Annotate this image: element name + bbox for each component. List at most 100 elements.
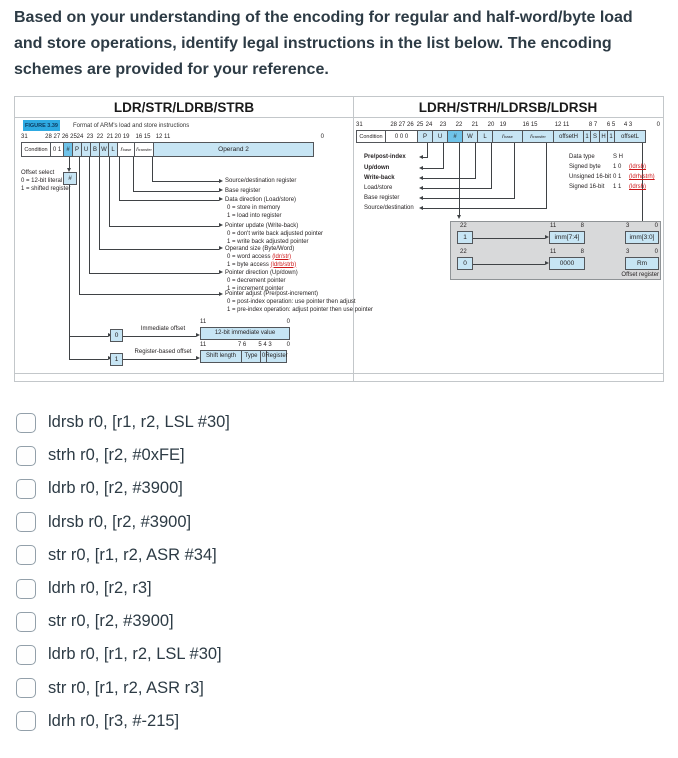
option-label[interactable]: str r0, [r1, r2, ASR #34] xyxy=(48,545,217,564)
field-register: Register xyxy=(265,349,288,363)
line xyxy=(423,188,492,189)
line xyxy=(642,143,643,224)
option-row[interactable]: ldrsb r0, [r1, r2, LSL #30] xyxy=(16,406,656,439)
bit-label: 0 xyxy=(654,249,658,255)
line xyxy=(546,143,547,208)
option-row[interactable]: strh r0, [r2, #0xFE] xyxy=(16,439,656,472)
arrow-right-icon xyxy=(545,261,549,265)
dtype-sh: S H xyxy=(613,154,624,160)
option-label[interactable]: ldrh r0, [r3, #-215] xyxy=(48,711,180,730)
annotation-title: Operand size (Byte/Word) xyxy=(225,245,295,252)
line xyxy=(423,178,476,179)
option-label[interactable]: ldrh r0, [r2, r3] xyxy=(48,579,152,598)
bit-label: 8 xyxy=(580,223,584,229)
bit-label: 24 xyxy=(425,122,433,128)
option-row[interactable]: ldrb r0, [r1, r2, LSL #30] xyxy=(16,638,656,671)
bit-label: 21 xyxy=(106,134,114,140)
offset-register-box: 22 1 11 8 imm[7:4] 3 0 imm[3:0] 22 0 11 … xyxy=(450,221,661,280)
checkbox[interactable] xyxy=(16,611,36,632)
annotation-writeback: Pointer update (Write-back) 0 = don't wr… xyxy=(225,222,323,246)
offset-register-caption: Offset register xyxy=(621,272,659,278)
line xyxy=(109,225,219,227)
checkbox[interactable] xyxy=(16,512,36,533)
offset-select-line: 1 = shifted register xyxy=(21,186,71,192)
option-label[interactable]: str r0, [r2, #3900] xyxy=(48,612,174,631)
option-label[interactable]: ldrsb r0, [r1, r2, LSL #30] xyxy=(48,413,230,432)
bit-label: 16 15 xyxy=(522,122,538,128)
bit-label: 11 xyxy=(550,223,557,229)
dtype-header: Data type xyxy=(569,154,595,160)
option-row[interactable]: str r0, [r1, r2, ASR #34] xyxy=(16,539,656,572)
field-shift-length: Shift length xyxy=(200,349,242,363)
bit-label: 23 xyxy=(439,122,447,128)
line xyxy=(89,157,90,273)
option-row[interactable]: ldrh r0, [r2, r3] xyxy=(16,572,656,605)
checkbox[interactable] xyxy=(16,445,36,466)
arrow-left-icon xyxy=(419,195,423,200)
hash-select-box: # xyxy=(63,172,77,185)
checkbox[interactable] xyxy=(16,478,36,499)
annotation-direction: Pointer direction (Up/down) 0 = decremen… xyxy=(225,269,298,293)
checkbox[interactable] xyxy=(16,678,36,699)
annotation-line: 1 = load into register xyxy=(227,212,282,219)
bit-label: 0 xyxy=(654,223,658,229)
annotation-size: Operand size (Byte/Word) 0 = word access… xyxy=(225,245,296,269)
line xyxy=(79,294,219,295)
annotation-line: 1 = pre-index operation: adjust pointer … xyxy=(227,307,373,313)
line xyxy=(69,185,70,359)
option-label[interactable]: ldrb r0, [r1, r2, LSL #30] xyxy=(48,645,222,664)
dtype-row-bits: 1 0 xyxy=(613,164,622,170)
checkbox[interactable] xyxy=(16,578,36,599)
bit-label: 12 11 xyxy=(554,122,570,128)
option-row[interactable]: ldrh r0, [r3, #-215] xyxy=(16,705,656,738)
offset-select-line: 0 = 12-bit literal xyxy=(21,178,63,184)
option-label[interactable]: str r0, [r1, r2, ASR r3] xyxy=(48,678,204,697)
line xyxy=(69,157,70,169)
dtype-row-name: Signed byte xyxy=(569,164,601,170)
option-label[interactable]: ldrb r0, [r2, #3900] xyxy=(48,479,183,498)
imm-select-box: 0 xyxy=(110,329,123,342)
label-updown: Up/down xyxy=(364,165,390,171)
annotation-line: 0 = post-index operation: use pointer th… xyxy=(227,299,356,305)
rbase-r: r xyxy=(120,146,123,153)
bit-label: 28 27 26 xyxy=(390,122,414,128)
option-label[interactable]: strh r0, [r2, #0xFE] xyxy=(48,446,185,465)
dtype-row-name: Signed 16-bit xyxy=(569,184,605,190)
figure-bottom-rule xyxy=(15,373,663,374)
reg-select-box: 1 xyxy=(110,352,123,366)
arrow-right-icon xyxy=(545,235,549,239)
dtype-row-name: Unsigned 16-bit xyxy=(569,174,612,180)
option-label[interactable]: ldrsb r0, [r2, #3900] xyxy=(48,512,192,531)
bit-label: 22 xyxy=(460,249,467,255)
bit-label: 31 xyxy=(21,134,28,140)
dtype-row-bits: 1 1 xyxy=(613,184,622,190)
checkbox[interactable] xyxy=(16,412,36,433)
checkbox[interactable] xyxy=(16,711,36,732)
option-row[interactable]: ldrsb r0, [r2, #3900] xyxy=(16,506,656,539)
arrow-right-icon xyxy=(219,246,223,250)
option-row[interactable]: ldrb r0, [r2, #3900] xyxy=(16,472,656,505)
field-p: P xyxy=(417,130,433,143)
option-row[interactable]: str r0, [r1, r2, ASR r3] xyxy=(16,672,656,705)
line xyxy=(133,157,134,191)
checkbox[interactable] xyxy=(16,644,36,665)
annotation-title: Data direction (Load/store) xyxy=(225,196,297,203)
checkbox[interactable] xyxy=(16,545,36,566)
line xyxy=(473,237,545,239)
dtype-row-bits: 0 1 xyxy=(613,174,622,180)
encoding-figure: LDR/STR/LDRB/STRB LDRH/STRH/LDRSB/LDRSH … xyxy=(14,96,664,382)
label-baseregister: Base register xyxy=(364,195,400,201)
option-row[interactable]: str r0, [r2, #3900] xyxy=(16,605,656,638)
label-prepost: Pre/post-index xyxy=(364,154,406,160)
line xyxy=(109,157,110,226)
mnemonic-ldrb-strb: (ldrb/strb) xyxy=(270,261,297,268)
annotation-line: 0 = don't write back adjusted pointer xyxy=(227,230,324,237)
bit-label: 20 xyxy=(487,122,495,128)
rtransfer-sub: transfer xyxy=(532,133,546,139)
arrow-left-icon xyxy=(419,165,423,170)
bit-label: 11 xyxy=(550,249,557,255)
line xyxy=(69,335,108,337)
offset-select-title: Offset select xyxy=(21,170,55,176)
line xyxy=(443,143,444,168)
